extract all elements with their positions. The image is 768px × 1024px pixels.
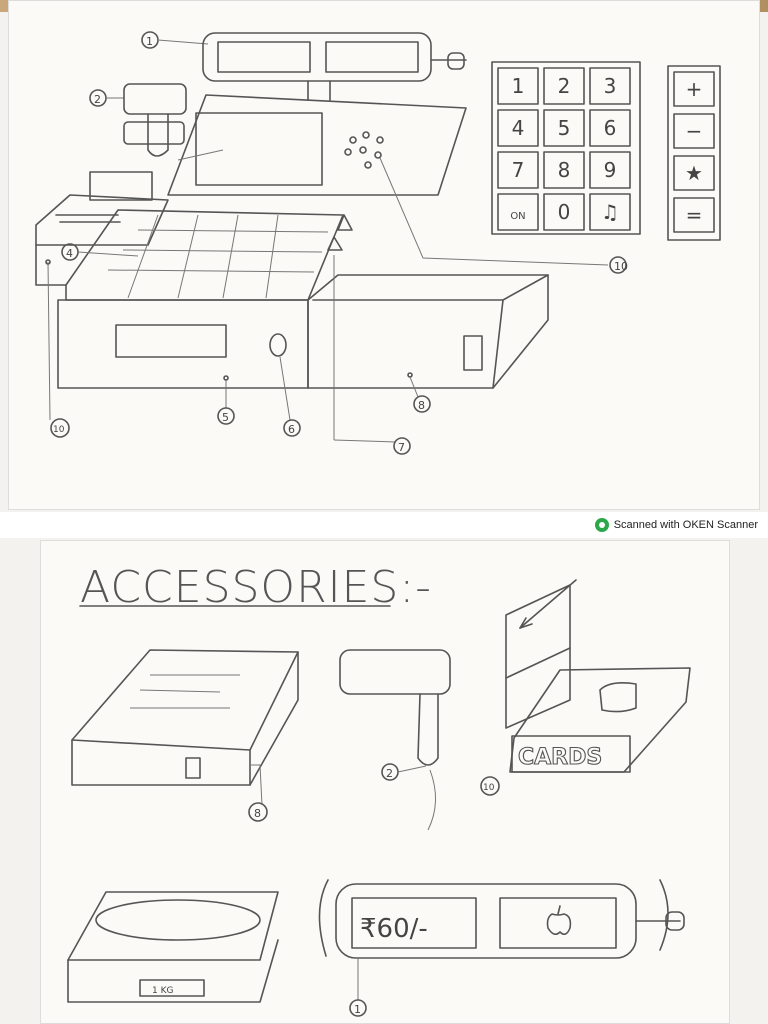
keypad-key-label: 5	[558, 116, 571, 140]
price-window	[351, 897, 477, 949]
callout-circle-1b	[349, 999, 367, 1017]
callout-barcode: 2	[386, 767, 393, 780]
display-window-right	[325, 41, 419, 73]
keypad-key-label: 6	[604, 116, 617, 140]
register-keyboard	[65, 209, 344, 301]
scale-label: 1 KG	[152, 986, 173, 996]
keypad-key	[543, 193, 585, 231]
register-drawing: 1 2 10 4	[35, 31, 721, 455]
scale-plate	[95, 899, 261, 941]
number-keypad: 1 2 3 4 5 6 7 8 9ON 0 ♫	[491, 61, 641, 235]
keypad-key	[497, 67, 539, 105]
callout-circle-6	[283, 419, 301, 437]
callout-circle-10b	[480, 776, 500, 796]
card-machine	[35, 194, 169, 246]
barcode-scanner	[123, 83, 187, 115]
receipt-printer	[71, 649, 299, 751]
apple-icon	[546, 913, 572, 936]
callout-6: 6	[288, 423, 295, 436]
drawer-slot	[115, 324, 227, 358]
oken-logo-icon	[594, 518, 609, 532]
barcode-scanner-accessory	[339, 649, 451, 695]
keypad-key	[589, 109, 631, 147]
register-screen-housing	[167, 94, 467, 196]
card-machine-accessory	[509, 667, 691, 773]
callout-2: 2	[94, 93, 101, 106]
keypad-key-label: 8	[558, 158, 571, 182]
callout-circle-8b	[248, 802, 268, 822]
callout-4: 4	[66, 247, 73, 260]
keypad-key	[497, 109, 539, 147]
keypad-key	[543, 109, 585, 147]
operator-key	[673, 155, 715, 191]
keypad-key-label: 9	[604, 158, 617, 182]
keypad-key	[589, 193, 631, 231]
cards-box	[511, 735, 631, 773]
operator-keypad: + − ★ =	[667, 65, 721, 241]
operator-key	[673, 71, 715, 107]
scanner-label: Scanned with OKEN Scanner	[613, 519, 758, 531]
callout-circle-9	[609, 256, 627, 274]
keypad-key-label: ♫	[601, 200, 619, 224]
register-screen	[195, 112, 323, 186]
callout-cards: 10	[483, 783, 495, 793]
keypad-key	[589, 151, 631, 189]
product-window	[499, 897, 617, 949]
scanner-watermark: Scanned with OKEN Scanner	[594, 518, 758, 532]
keypad-key-label: 2	[558, 74, 571, 98]
operator-key	[673, 197, 715, 233]
keypad-key	[497, 151, 539, 189]
display-price: ₹60/-	[360, 914, 428, 944]
scanner-bar	[0, 512, 768, 538]
accessories-heading: ACCESSORIES:-	[80, 562, 432, 613]
keypad-key-label: 4	[512, 116, 525, 140]
callout-circle-7	[393, 437, 411, 455]
callout-1: 1	[146, 35, 153, 48]
keypad-key-label: 3	[604, 74, 617, 98]
operator-key-label: =	[686, 203, 703, 227]
display-window-left	[217, 41, 311, 73]
sketch-page-accessories: ACCESSORIES:- 8 2 CARDS 10 1 KG ₹60/- 1	[40, 540, 730, 1024]
keypad-key-label: 0	[558, 200, 571, 224]
printer-slot	[463, 335, 483, 371]
operator-key	[673, 113, 715, 149]
price-display-roller	[202, 32, 432, 82]
callout-circle-8	[413, 395, 431, 413]
accessories-drawing: ACCESSORIES:- 8 2 CARDS 10 1 KG ₹60/- 1	[67, 562, 691, 1017]
callout-8: 8	[418, 399, 425, 412]
operator-key-label: ★	[685, 161, 703, 185]
drawer-lock	[269, 333, 287, 357]
callout-7: 7	[398, 441, 405, 454]
keypad-key	[543, 151, 585, 189]
keypad-key-label: 7	[512, 158, 525, 182]
keypad-key-label: ON	[510, 211, 525, 222]
printer-unit	[307, 274, 549, 389]
operator-key-label: +	[686, 77, 703, 101]
cards-label: CARDS	[518, 745, 602, 770]
callout-5: 5	[222, 411, 229, 424]
card-slot-unit	[89, 171, 153, 201]
keypad-key	[589, 67, 631, 105]
swipe-card	[505, 584, 571, 729]
callout-circle-10	[50, 418, 70, 438]
callout-display: 1	[354, 1003, 361, 1016]
callout-printer: 8	[254, 807, 261, 820]
operator-key-label: −	[686, 119, 703, 143]
weighing-scale	[67, 891, 279, 961]
sketch-page-register: 1 2 10 4	[8, 0, 760, 510]
keypad-key-label: 1	[512, 74, 525, 98]
keypad-key	[543, 67, 585, 105]
callout-circle-5	[217, 407, 235, 425]
callout-9: 10	[614, 260, 628, 273]
callout-10: 10	[53, 425, 65, 435]
keypad-key	[497, 193, 539, 231]
